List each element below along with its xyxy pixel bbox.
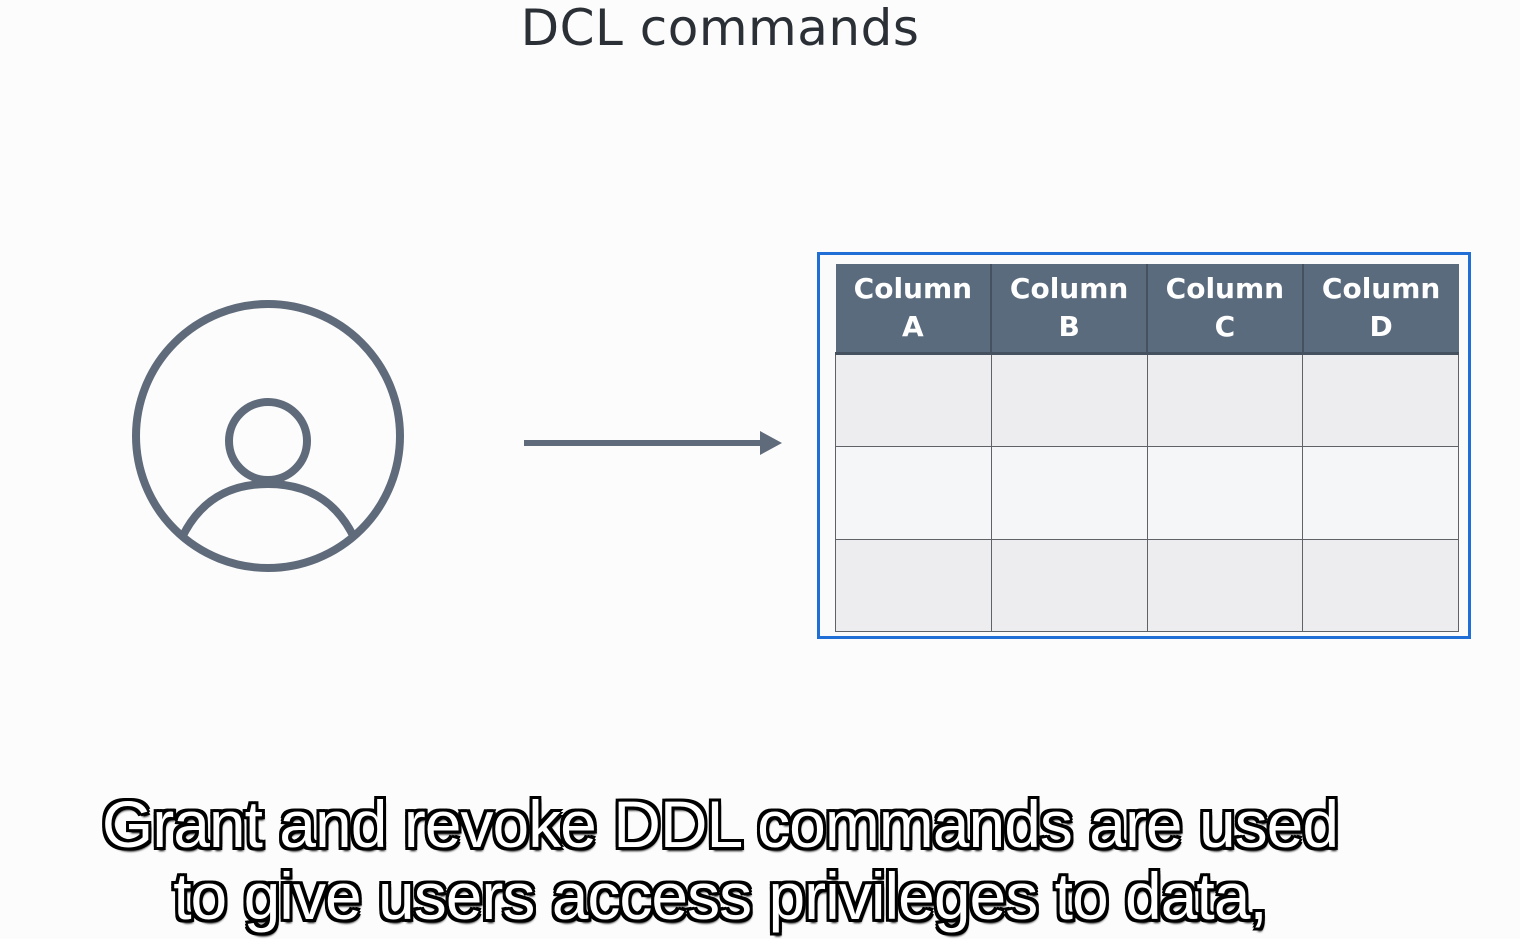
user-account-icon [132,300,404,572]
arrow-right-icon [524,431,782,455]
table-cell [990,446,1148,540]
table-row [835,538,1459,633]
table-cell [1146,446,1304,540]
table-cell [835,446,992,540]
column-header-label: Column [1321,272,1441,305]
column-header-label: Column [1165,272,1285,305]
column-header-letter: A [902,310,924,343]
column-header-b: Column B [991,264,1148,355]
column-header-c: Column C [1147,264,1304,355]
table-row [835,352,1459,448]
table-header-row: Column A Column B Column C Column D [835,264,1459,355]
table-cell [1302,446,1459,540]
table-cell [1146,538,1304,633]
column-header-a: Column A [835,264,993,355]
subtitle-caption: Grant and revoke DDL commands are used t… [0,788,1440,932]
column-header-label: Column [1009,272,1129,305]
data-table: Column A Column B Column C Column D [835,264,1459,633]
table-cell [835,538,992,633]
table-row [835,446,1459,540]
table-cell [1302,538,1459,633]
column-header-letter: D [1369,310,1393,343]
table-cell [990,352,1148,448]
column-header-label: Column [853,272,973,305]
caption-line-2: to give users access privileges to data, [173,859,1268,933]
slide-title: DCL commands [520,0,920,57]
column-header-letter: C [1214,310,1236,343]
table-cell [990,538,1148,633]
table-cell [1146,352,1304,448]
column-header-letter: B [1058,310,1080,343]
column-header-d: Column D [1302,264,1459,355]
table-cell [835,352,992,448]
caption-line-1: Grant and revoke DDL commands are used [101,787,1339,861]
table-cell [1302,352,1459,448]
